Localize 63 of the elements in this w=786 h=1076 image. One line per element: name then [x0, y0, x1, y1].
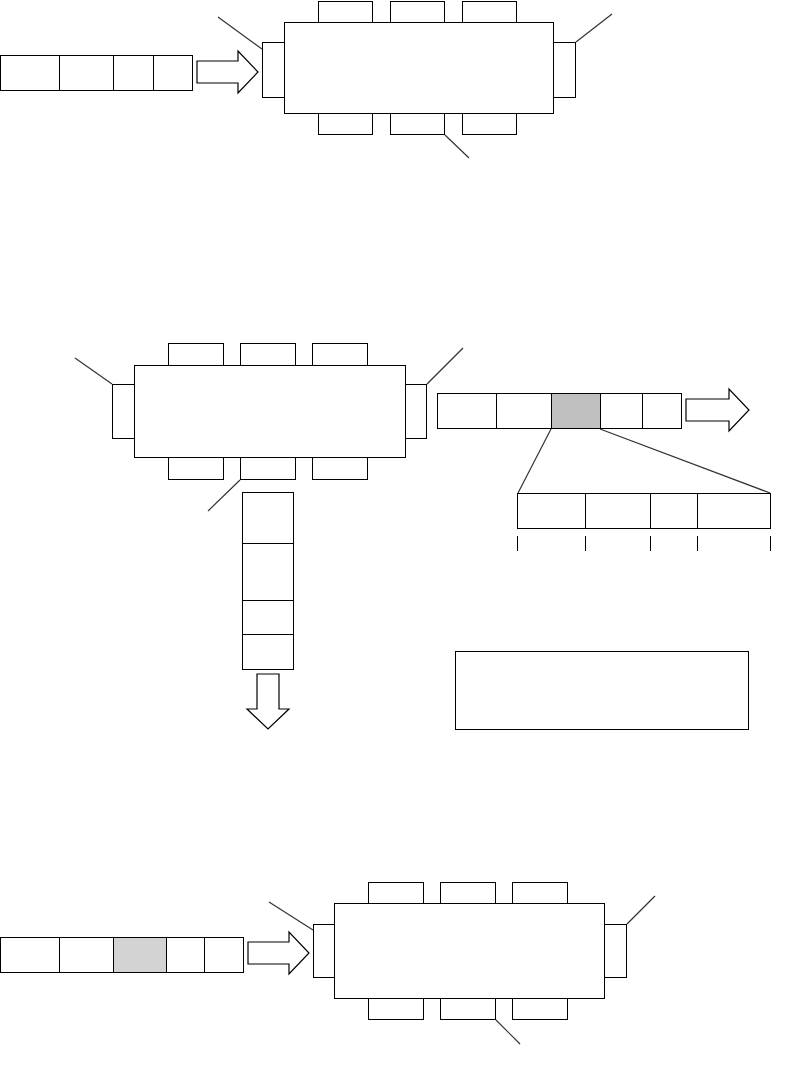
leader-line [575, 13, 613, 43]
bar-segment [242, 600, 294, 635]
chair [553, 42, 576, 98]
block-arrow [245, 673, 291, 730]
leader-line [74, 357, 113, 385]
bar-segment [204, 937, 244, 973]
bar-segment [153, 55, 193, 91]
chair [440, 882, 496, 904]
chair [112, 384, 135, 439]
bar-segment [113, 55, 154, 91]
leader-line [444, 134, 470, 159]
zoom-line [517, 428, 552, 494]
bar-segment [59, 55, 114, 91]
bar-segment [0, 55, 60, 91]
chair [368, 882, 424, 904]
bar-segment [242, 492, 294, 544]
block-arrow [247, 930, 310, 976]
table [134, 365, 406, 458]
leader-line [217, 16, 263, 50]
bar-segment [242, 543, 294, 601]
block-arrow [685, 387, 750, 433]
bar-segment [437, 393, 497, 429]
chair [168, 343, 224, 366]
bar-segment [517, 493, 586, 529]
chair [390, 1, 445, 23]
chair [318, 113, 373, 135]
chair [390, 113, 445, 135]
zoom-line [599, 428, 771, 494]
chair [512, 882, 568, 904]
bar-segment [242, 634, 294, 670]
bar-segment [0, 937, 60, 973]
chair [462, 113, 517, 135]
chair [462, 1, 517, 23]
chair [512, 998, 568, 1020]
bar-segment [600, 393, 643, 429]
bar-segment [650, 493, 698, 529]
highlighted-segment [551, 393, 601, 429]
highlighted-segment [113, 937, 167, 973]
leader-line [495, 1019, 521, 1045]
chair [368, 998, 424, 1020]
bar-segment [585, 493, 651, 529]
leader-line [626, 895, 656, 925]
table [334, 903, 605, 999]
chair [405, 384, 427, 439]
chair [313, 924, 335, 978]
chair [168, 457, 224, 480]
leader-line [426, 347, 464, 385]
chair [312, 457, 368, 480]
chair [312, 343, 368, 366]
blank-panel [455, 651, 749, 730]
chair [440, 998, 496, 1020]
leader-line [207, 479, 241, 512]
chair [240, 457, 296, 480]
bar-segment [697, 493, 771, 529]
bar-segment [642, 393, 682, 429]
leader-line [268, 901, 314, 931]
chair [262, 42, 285, 98]
chair [240, 343, 296, 366]
block-arrow [196, 49, 259, 95]
chair [318, 1, 373, 23]
bar-segment [166, 937, 205, 973]
chair [604, 924, 627, 978]
table [284, 22, 554, 114]
